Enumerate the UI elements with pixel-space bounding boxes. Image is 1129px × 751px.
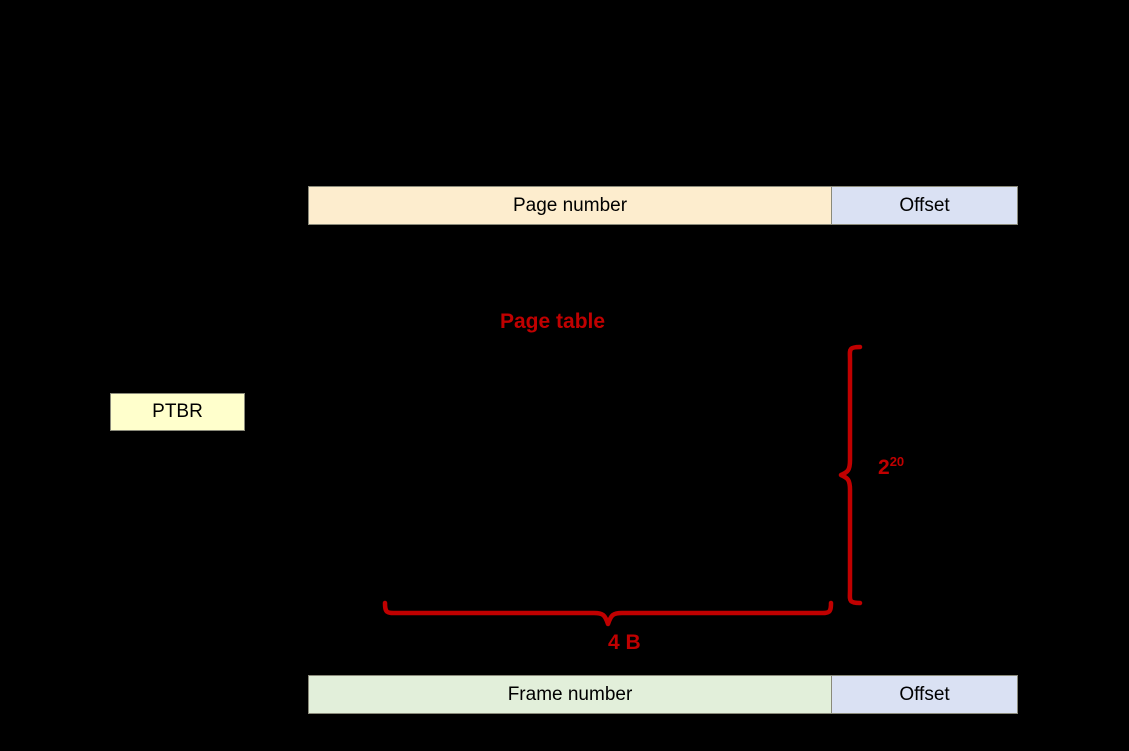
page-table-height-brace [838, 344, 863, 606]
page-table-title: Page table [500, 310, 606, 333]
page-table-entry-count-label: 220 [878, 455, 904, 478]
frame-number-field: Frame number [308, 675, 832, 714]
physical-offset-field: Offset [831, 675, 1018, 714]
entry-count-base: 2 [878, 456, 890, 479]
page-table-entry-size-label: 4 B [608, 631, 641, 654]
virtual-address-row: Page number Offset [308, 186, 1019, 225]
page-table-entry-width-brace [382, 600, 834, 627]
physical-address-row: Frame number Offset [308, 675, 1019, 714]
ptbr-register-box: PTBR [110, 393, 245, 431]
entry-count-exponent: 20 [889, 454, 905, 469]
page-number-field: Page number [308, 186, 832, 225]
virtual-offset-field: Offset [831, 186, 1018, 225]
